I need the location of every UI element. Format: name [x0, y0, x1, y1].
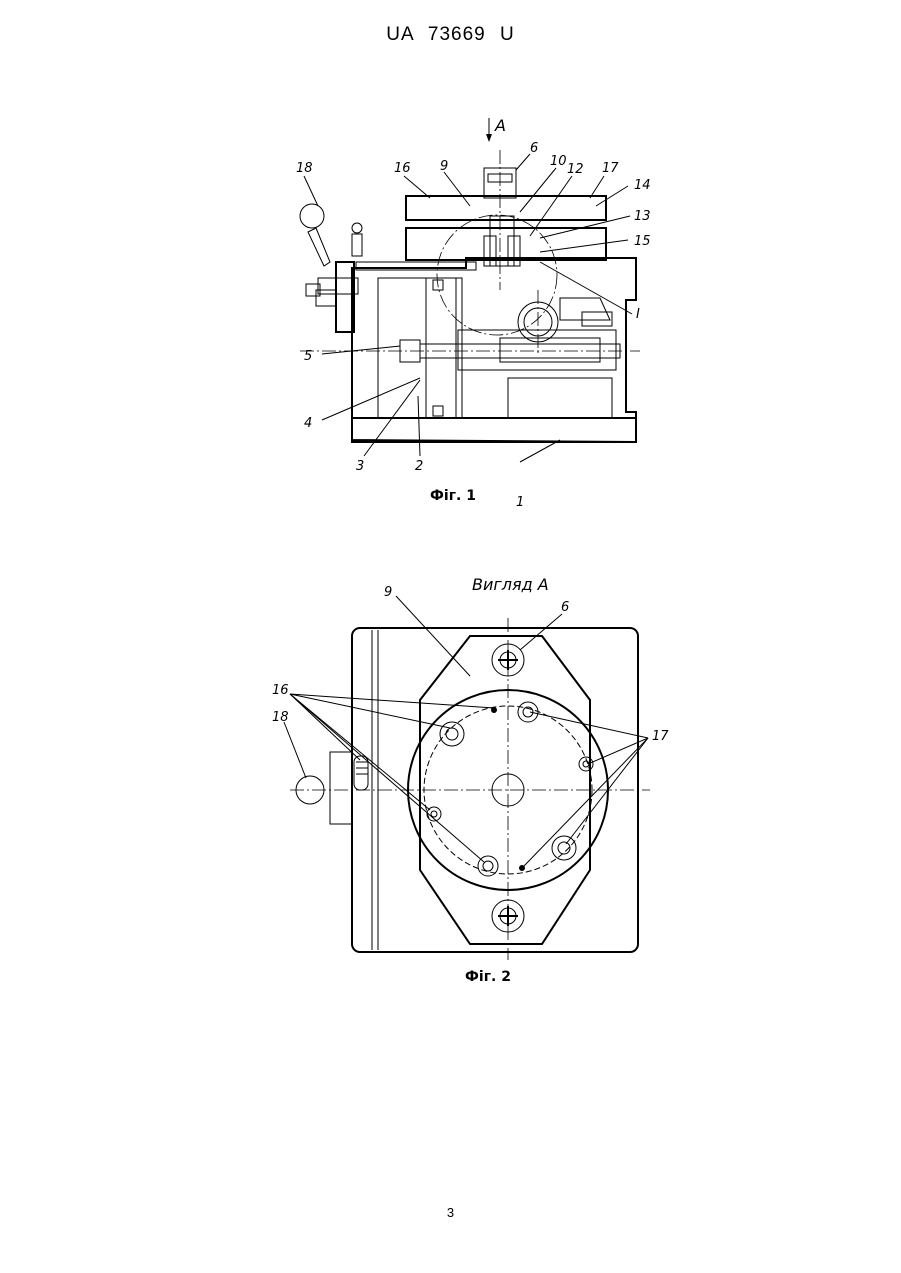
fig1-label-2: 2	[415, 459, 423, 474]
fig1-label-3: 3	[356, 459, 364, 474]
fig2-label-16: 16	[272, 683, 289, 698]
view-a-title: Вигляд А	[472, 575, 549, 594]
page-number: 3	[0, 1205, 901, 1220]
fig1-label-i: I	[636, 307, 640, 322]
fig1-label-6: 6	[530, 141, 538, 156]
fig1-label-4: 4	[304, 416, 312, 431]
fig2-label-9: 9	[384, 585, 392, 600]
figure-2-caption: Фіг. 2	[428, 969, 548, 985]
fig1-label-16: 16	[394, 161, 411, 176]
fig1-label-9: 9	[440, 159, 448, 174]
fig2-label-18: 18	[272, 710, 289, 725]
fig1-label-15: 15	[634, 234, 651, 249]
fig2-label-17: 17	[652, 729, 669, 744]
figure-2-drawing	[284, 596, 650, 960]
fig1-label-17: 17	[602, 161, 619, 176]
fig2-label-6: 6	[561, 600, 569, 615]
fig1-label-18: 18	[296, 161, 313, 176]
view-marker-a: A	[494, 116, 506, 135]
fig1-label-12: 12	[567, 162, 584, 177]
fig1-label-14: 14	[634, 178, 651, 193]
fig1-label-5: 5	[304, 349, 312, 364]
fig1-label-13: 13	[634, 209, 651, 224]
fig1-label-10: 10	[550, 154, 567, 169]
figure-1-drawing	[300, 118, 640, 462]
figure-1-caption: Фіг. 1	[393, 488, 513, 504]
fig1-label-1: 1	[516, 495, 524, 510]
